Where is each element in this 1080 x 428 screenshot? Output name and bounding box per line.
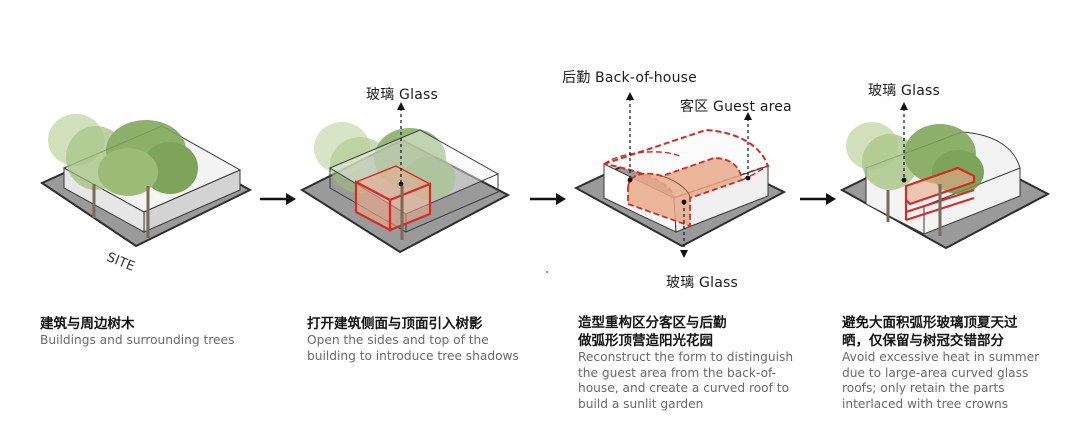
step-4-title: 避免大面积弧形玻璃顶夏天过 晒，仅保留与树冠交错部分	[842, 315, 1018, 349]
step-2-illustration	[299, 102, 511, 254]
step-3-title: 造型重构区分客区与后勤 做弧形顶营造阳光花园	[578, 315, 727, 349]
step-2-title: 打开建筑侧面与顶面引入树影	[307, 316, 483, 332]
glass-label-step-3: 玻璃 Glass	[666, 275, 738, 291]
arrow-right-icon	[800, 193, 836, 205]
building-side	[143, 169, 241, 233]
step-3-text: Reconstruct the form to distinguish the …	[578, 350, 794, 411]
curved-roof	[603, 128, 770, 200]
back-of-house-label: 后勤 Back-of-house	[562, 70, 697, 86]
step-3-illustration	[573, 92, 787, 258]
guest-area-label: 客区 Guest area	[680, 99, 792, 115]
step-4-illustration	[839, 102, 1051, 250]
tree-crowns	[48, 114, 198, 196]
tree-trunks	[886, 184, 942, 236]
glass-volume	[354, 165, 432, 232]
step-1-illustration	[39, 114, 253, 248]
glass-label-step-4: 玻璃 Glass	[868, 83, 940, 99]
step-2-text: Open the sides and top of the building t…	[307, 333, 519, 363]
glass-label-step-2: 玻璃 Glass	[366, 87, 438, 103]
step-4-text: Avoid excessive heat in summer due to la…	[842, 350, 1040, 411]
step-1-title: 建筑与周边树木	[40, 316, 135, 332]
arrow-right-icon	[260, 193, 296, 205]
tree-trunks	[92, 184, 150, 238]
arrow-right-icon	[530, 193, 566, 205]
step-1-text: Buildings and surrounding trees	[40, 333, 235, 347]
